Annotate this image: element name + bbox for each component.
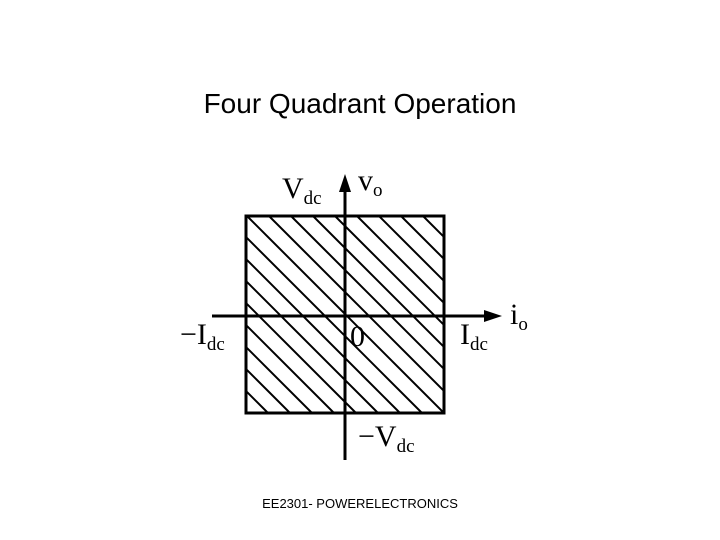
hatch-line bbox=[246, 367, 291, 413]
slide-title: Four Quadrant Operation bbox=[203, 88, 517, 119]
hatch-line bbox=[246, 345, 313, 413]
hatch-line bbox=[246, 323, 335, 413]
label-vdc: Vdc bbox=[282, 172, 322, 209]
label-origin: 0 bbox=[350, 320, 365, 353]
label-io: io bbox=[510, 298, 528, 335]
label-pos-idc: Idc bbox=[460, 318, 488, 355]
label-vo: vo bbox=[358, 164, 383, 201]
slide-footer: EE2301- POWERELECTRONICS bbox=[262, 496, 458, 511]
current-axis-arrowhead bbox=[484, 310, 502, 322]
label-neg-vdc: −Vdc bbox=[358, 420, 415, 457]
label-neg-idc: −Idc bbox=[180, 318, 225, 355]
hatch-line bbox=[356, 216, 444, 305]
voltage-axis-arrowhead bbox=[339, 174, 351, 192]
hatch-line bbox=[400, 216, 444, 261]
hatch-line bbox=[378, 216, 444, 283]
